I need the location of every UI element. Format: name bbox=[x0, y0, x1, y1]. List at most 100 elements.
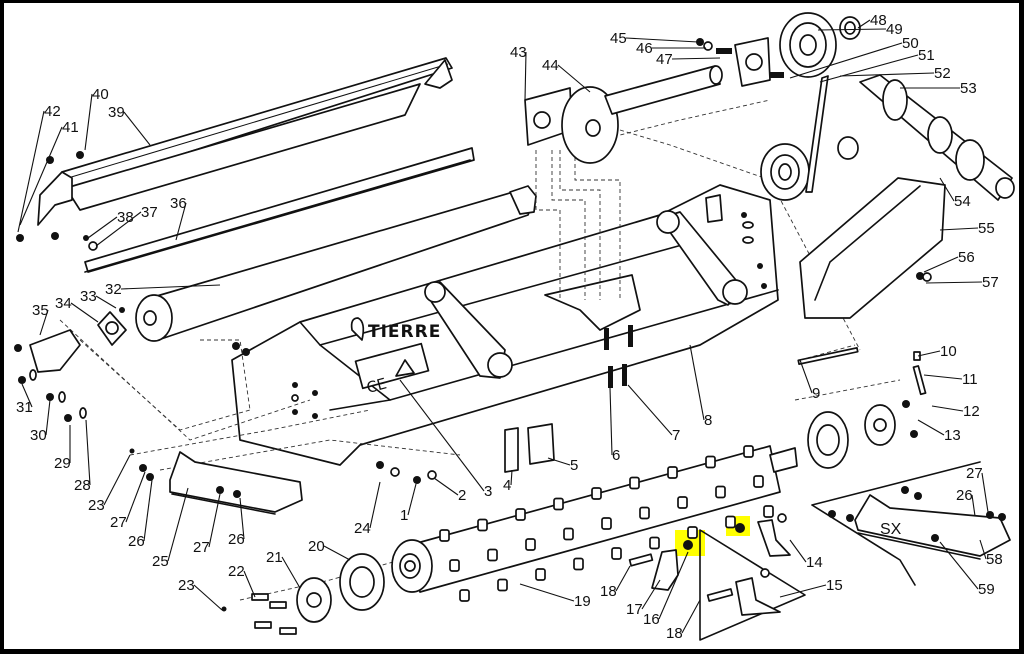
callout-label-10[interactable]: 10 bbox=[940, 343, 957, 360]
highlighted-nut-16[interactable] bbox=[683, 540, 693, 550]
hinge-rail-39[interactable] bbox=[61, 57, 453, 191]
bolt-7a bbox=[628, 325, 633, 347]
flail-blade-17[interactable] bbox=[651, 549, 679, 591]
highlighted-nut-14[interactable] bbox=[735, 523, 745, 533]
callout-label-13[interactable]: 13 bbox=[944, 427, 961, 444]
callout-label-37[interactable]: 37 bbox=[141, 204, 158, 221]
skid-25[interactable] bbox=[169, 451, 303, 513]
flail-blade-15[interactable] bbox=[735, 577, 781, 616]
callout-label-31[interactable]: 31 bbox=[16, 399, 33, 416]
callout-label-23[interactable]: 23 bbox=[178, 577, 195, 594]
callout-label-53[interactable]: 53 bbox=[960, 80, 977, 97]
callout-label-11[interactable]: 11 bbox=[962, 371, 978, 388]
rotor-stub bbox=[769, 447, 798, 473]
plate-5[interactable] bbox=[527, 423, 555, 465]
callout-label-48[interactable]: 48 bbox=[870, 12, 887, 29]
callout-label-56[interactable]: 56 bbox=[958, 249, 975, 266]
leader-line-6 bbox=[609, 387, 613, 456]
scraper-bar-36[interactable] bbox=[84, 147, 475, 273]
callout-label-26[interactable]: 26 bbox=[956, 487, 973, 504]
callout-label-50[interactable]: 50 bbox=[902, 35, 919, 52]
callout-label-41[interactable]: 41 bbox=[62, 119, 79, 136]
callout-label-27[interactable]: 27 bbox=[193, 539, 210, 556]
callout-label-18[interactable]: 18 bbox=[666, 625, 683, 642]
callout-label-18[interactable]: 18 bbox=[600, 583, 617, 600]
callout-label-4[interactable]: 4 bbox=[503, 477, 511, 494]
callout-label-52[interactable]: 52 bbox=[934, 65, 951, 82]
callout-label-42[interactable]: 42 bbox=[44, 103, 61, 120]
callout-label-16[interactable]: 16 bbox=[643, 611, 660, 628]
nut-40a bbox=[46, 156, 54, 164]
callout-label-29[interactable]: 29 bbox=[54, 455, 71, 472]
callout-label-49[interactable]: 49 bbox=[886, 21, 903, 38]
leader-line-39 bbox=[123, 111, 151, 146]
v-belt-50[interactable] bbox=[805, 75, 829, 193]
callout-label-12[interactable]: 12 bbox=[963, 403, 980, 420]
ce-warning-decal-3[interactable] bbox=[354, 342, 430, 390]
callout-leaders bbox=[17, 19, 989, 634]
callout-label-47[interactable]: 47 bbox=[656, 51, 673, 68]
rotor-lug bbox=[591, 487, 602, 500]
callout-label-58[interactable]: 58 bbox=[986, 551, 1003, 568]
callout-label-8[interactable]: 8 bbox=[704, 412, 712, 429]
skid-58[interactable] bbox=[854, 494, 1011, 557]
callout-label-36[interactable]: 36 bbox=[170, 195, 187, 212]
callout-label-30[interactable]: 30 bbox=[30, 427, 47, 444]
mower-housing-8[interactable]: TIERRE CE bbox=[231, 184, 779, 466]
callout-label-26[interactable]: 26 bbox=[228, 531, 245, 548]
callout-label-6[interactable]: 6 bbox=[612, 447, 620, 464]
callout-label-45[interactable]: 45 bbox=[610, 30, 627, 47]
rotor-lugs bbox=[439, 445, 774, 602]
callout-label-24[interactable]: 24 bbox=[354, 520, 371, 537]
callout-label-3[interactable]: 3 bbox=[484, 483, 492, 500]
callout-label-57[interactable]: 57 bbox=[982, 274, 999, 291]
callout-label-22[interactable]: 22 bbox=[228, 563, 245, 580]
callout-label-51[interactable]: 51 bbox=[918, 47, 935, 64]
pin-11[interactable] bbox=[912, 365, 927, 396]
callout-label-17[interactable]: 17 bbox=[626, 601, 643, 618]
bracket-35[interactable] bbox=[29, 329, 81, 373]
callout-label-28[interactable]: 28 bbox=[74, 477, 91, 494]
callout-label-2[interactable]: 2 bbox=[458, 487, 466, 504]
callout-label-38[interactable]: 38 bbox=[117, 209, 134, 226]
callout-label-54[interactable]: 54 bbox=[954, 193, 971, 210]
callout-label-7[interactable]: 7 bbox=[672, 427, 680, 444]
callout-label-25[interactable]: 25 bbox=[152, 553, 169, 570]
callout-label-27[interactable]: 27 bbox=[110, 514, 127, 531]
callout-label-39[interactable]: 39 bbox=[108, 104, 125, 121]
callout-label-33[interactable]: 33 bbox=[80, 288, 97, 305]
callout-label-15[interactable]: 15 bbox=[826, 577, 843, 594]
callout-label-44[interactable]: 44 bbox=[542, 57, 559, 74]
callout-label-19[interactable]: 19 bbox=[574, 593, 591, 610]
callout-label-14[interactable]: 14 bbox=[806, 554, 823, 571]
bushing bbox=[837, 136, 859, 160]
callout-label-26[interactable]: 26 bbox=[128, 533, 145, 550]
belt-guard-55[interactable] bbox=[799, 177, 946, 319]
callout-label-46[interactable]: 46 bbox=[636, 40, 653, 57]
callout-label-32[interactable]: 32 bbox=[105, 281, 122, 298]
callout-label-59[interactable]: 59 bbox=[978, 581, 995, 598]
callout-label-23[interactable]: 23 bbox=[88, 497, 105, 514]
callout-label-21[interactable]: 21 bbox=[266, 549, 283, 566]
callout-label-43[interactable]: 43 bbox=[510, 44, 527, 61]
flail-rotor-19[interactable] bbox=[391, 445, 798, 593]
callout-label-27[interactable]: 27 bbox=[966, 465, 983, 482]
pto-shaft-53[interactable] bbox=[859, 74, 1015, 201]
callout-label-20[interactable]: 20 bbox=[308, 538, 325, 555]
side-bracket-41[interactable] bbox=[37, 171, 73, 226]
callout-label-35[interactable]: 35 bbox=[32, 302, 49, 319]
callout-label-9[interactable]: 9 bbox=[812, 385, 820, 402]
rear-roller-32[interactable] bbox=[97, 185, 537, 346]
callout-label-40[interactable]: 40 bbox=[92, 86, 109, 103]
leader-line-36 bbox=[175, 202, 187, 241]
plate-4[interactable] bbox=[504, 427, 519, 473]
flail-blade-14[interactable] bbox=[757, 519, 791, 557]
leader-line-38 bbox=[87, 216, 118, 239]
rotor-lug bbox=[515, 508, 526, 521]
leader-line-9 bbox=[799, 359, 813, 394]
callout-label-5[interactable]: 5 bbox=[570, 457, 578, 474]
pin-9[interactable] bbox=[797, 346, 859, 366]
callout-label-55[interactable]: 55 bbox=[978, 220, 995, 237]
callout-label-34[interactable]: 34 bbox=[55, 295, 72, 312]
callout-label-1[interactable]: 1 bbox=[400, 507, 408, 524]
